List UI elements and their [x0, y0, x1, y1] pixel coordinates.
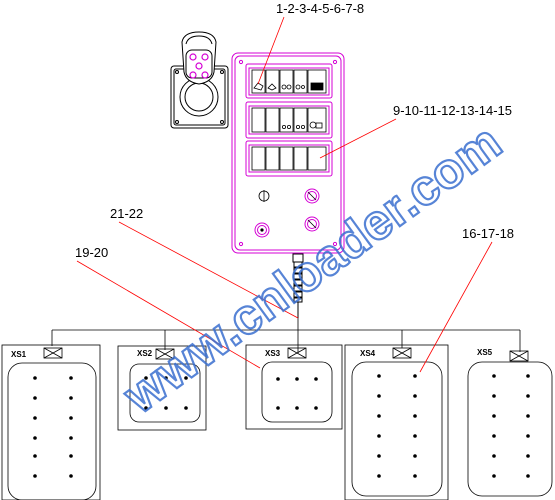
callout-label-mid: 9-10-11-12-13-14-15: [393, 103, 512, 118]
pin-grid-xs2: [144, 376, 188, 410]
callout-lines: [76, 16, 493, 373]
callout-label-xs4: 16-17-18: [462, 226, 514, 241]
connector-label-xs4: XS4: [360, 349, 376, 358]
panel-switch-grid: [251, 69, 327, 232]
pin-grid-xs4: [377, 374, 417, 478]
connector-xs5: [467, 350, 553, 497]
callout-label-top: 1-2-3-4-5-6-7-8: [276, 1, 364, 16]
pin-grid-xs1: [33, 376, 73, 478]
connector-label-xs3: XS3: [265, 349, 281, 358]
connector-xs1: [1, 344, 101, 500]
connector-xs4: [344, 344, 449, 500]
connector-label-xs1: XS1: [11, 350, 27, 359]
callout-label-xs3: 19-20: [75, 245, 108, 260]
connector-xs3: [245, 344, 343, 430]
connector-label-xs2: XS2: [137, 349, 153, 358]
control-panel: [231, 52, 345, 254]
pin-grid-xs3: [276, 377, 318, 410]
cable: [292, 253, 304, 318]
callout-label-cable: 21-22: [110, 206, 143, 221]
joystick: [170, 31, 229, 129]
bus-lines: [51, 318, 521, 353]
connector-label-xs5: XS5: [477, 348, 493, 357]
connector-xs2: [117, 345, 207, 431]
watermark-text: www.cnloader.com: [113, 113, 512, 424]
joystick-buttons: [189, 53, 209, 79]
pin-grid-xs5: [492, 374, 530, 478]
